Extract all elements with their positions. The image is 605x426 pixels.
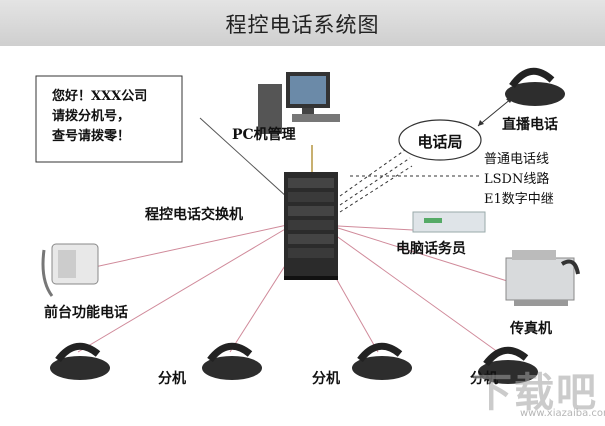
greeting-line: 您好！XXX公司 <box>52 89 148 104</box>
greeting-line: 查号请拨零！ <box>52 129 131 144</box>
computer-operator-icon <box>412 211 486 233</box>
extension-wires <box>77 224 521 356</box>
greeting-line: 请拨分机号， <box>52 109 131 124</box>
line-type: LSDN线路 <box>484 172 550 187</box>
switch-cabinet-icon <box>284 172 338 280</box>
fax-icon <box>505 250 580 306</box>
front-desk-label: 前台功能电话 <box>44 305 128 321</box>
direct-phone-icon <box>505 67 565 106</box>
trunk-lines <box>339 149 480 213</box>
exchange-label: 电话局 <box>417 133 463 151</box>
operator-label: 电脑话务员 <box>396 241 466 257</box>
exchange-line-types: 普通电话线 LSDN线路 E1数字中继 <box>484 150 554 210</box>
greeting-text: 您好！XXX公司 请拨分机号， 查号请拨零！ <box>52 87 147 147</box>
switch-label: 程控电话交换机 <box>145 207 243 223</box>
pc-icon <box>258 72 340 134</box>
extension-phone-icon <box>478 346 538 384</box>
callout-pointer <box>199 117 289 199</box>
line-type: 普通电话线 <box>484 152 550 167</box>
extension-label: 分机 <box>470 371 498 387</box>
extension-label: 分机 <box>312 371 340 387</box>
header-bar: 程控电话系统图 <box>0 0 605 46</box>
direct-phone-label: 直播电话 <box>502 117 558 133</box>
extension-label: 分机 <box>158 371 186 387</box>
extension-phone-icon <box>352 342 412 380</box>
extension-phone-icon <box>50 342 110 380</box>
direct-line <box>477 97 513 127</box>
front-desk-phone-icon <box>41 243 99 297</box>
fax-label: 传真机 <box>510 321 552 337</box>
greeting-callout <box>35 75 183 163</box>
watermark-url: www.xiazaiba.com <box>520 408 605 419</box>
extension-phone-icon <box>202 342 262 380</box>
line-type: E1数字中继 <box>484 192 554 207</box>
diagram-title: 程控电话系统图 <box>225 13 380 37</box>
exchange-node <box>398 119 482 161</box>
watermark-logo: 下载吧 <box>472 370 598 416</box>
pc-label: PC机管理 <box>232 127 296 143</box>
